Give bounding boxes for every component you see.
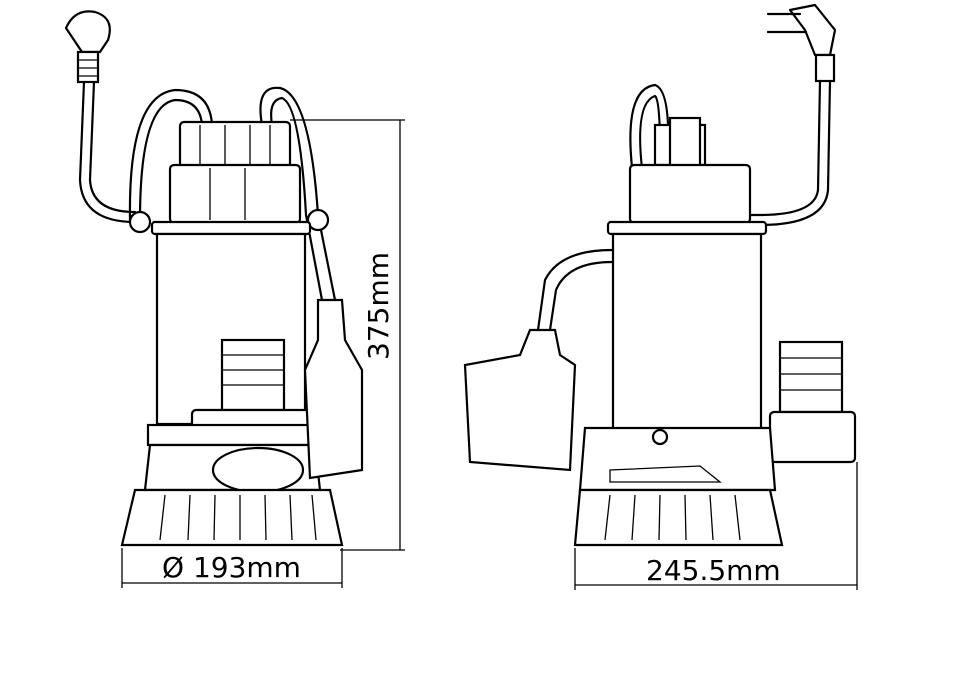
pump-side-view: [463, 3, 857, 547]
width-label: 245.5mm: [646, 554, 781, 587]
plug-icon: [766, 3, 837, 83]
width-dimension: 245.5mm: [574, 462, 858, 590]
pump-front-view: [64, 10, 364, 547]
diameter-label: Ø 193mm: [162, 551, 301, 584]
diameter-dimension: Ø 193mm: [121, 548, 343, 588]
plug-icon: [64, 10, 111, 84]
height-label: 375mm: [362, 252, 395, 360]
height-dimension: 375mm: [290, 119, 405, 551]
